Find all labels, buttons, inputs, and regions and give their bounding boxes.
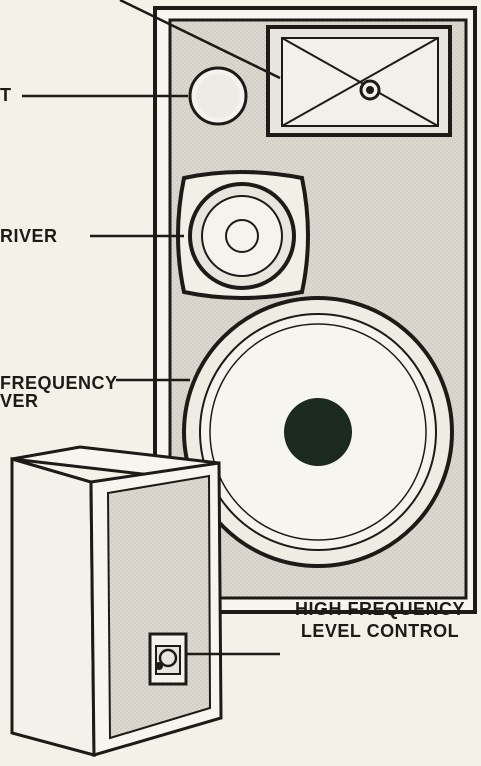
label-hfc-line1: HIGH FREQUENCY <box>294 599 465 619</box>
label-high-frequency-level-control: HIGH FREQUENCY LEVEL CONTROL <box>285 598 475 642</box>
midrange-driver <box>176 170 310 300</box>
label-hfc-line2: LEVEL CONTROL <box>300 621 460 641</box>
leader-lines <box>22 0 281 382</box>
woofer-driver <box>182 296 454 568</box>
tweeter-horn <box>266 25 452 137</box>
small-speaker-cabinet <box>10 445 280 757</box>
label-tweeter-cut: T <box>0 85 12 105</box>
label-frequency-cut: FREQUENCY <box>0 373 118 393</box>
port-circle <box>188 66 248 126</box>
label-frequency-cut-2: VER <box>0 391 39 411</box>
label-driver-cut: RIVER <box>0 226 58 246</box>
